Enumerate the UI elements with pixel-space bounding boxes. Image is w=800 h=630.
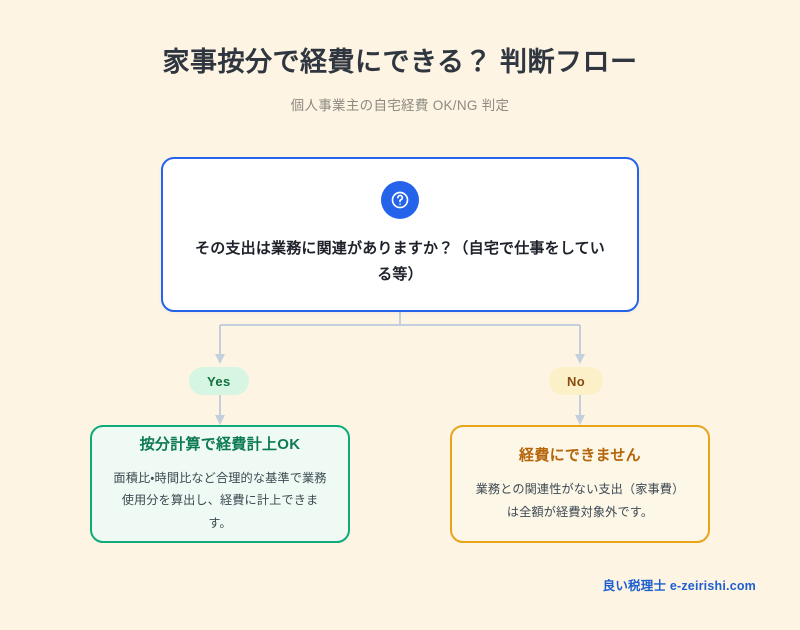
result-card-ok[interactable]: 按分計算で経費計上OK 面積比・時間比など合理的な基準で業務使用分を算出し、経費… bbox=[90, 425, 350, 543]
result-ok-title: 按分計算で経費計上OK bbox=[139, 435, 301, 453]
branch-yes-text: Yes bbox=[207, 373, 231, 389]
question-text: その支出は業務に関連がありますか？（自宅で仕事をしている等） bbox=[195, 239, 605, 283]
page-title: 家事按分で経費にできる？ 判断フロー bbox=[162, 47, 638, 77]
branch-label-no: No bbox=[549, 367, 604, 395]
footer-branding[interactable]: 良い税理士 e-zeirishi.com bbox=[602, 579, 756, 593]
arrowhead-yes-card bbox=[215, 415, 225, 425]
help-circle-icon bbox=[381, 180, 419, 219]
branch-no-text: No bbox=[567, 373, 586, 389]
question-node[interactable]: その支出は業務に関連がありますか？（自宅で仕事をしている等） bbox=[161, 157, 639, 312]
arrowhead-no bbox=[575, 354, 585, 364]
result-ok-body: 面積比・時間比など合理的な基準で業務使用分を算出し、経費に計上できます。 bbox=[113, 470, 327, 530]
result-card-ng[interactable]: 経費にできません 業務との関連性がない支出（家事費）は全額が経費対象外です。 bbox=[450, 425, 710, 543]
arrowhead-yes bbox=[215, 354, 225, 364]
branch-label-yes: Yes bbox=[189, 367, 249, 395]
page-subtitle: 個人事業主の自宅経費 OK/NG 判定 bbox=[290, 98, 510, 114]
result-ng-title: 経費にできません bbox=[519, 446, 641, 464]
result-ng-body: 業務との関連性がない支出（家事費）は全額が経費対象外です。 bbox=[475, 481, 685, 519]
page-header: 家事按分で経費にできる？ 判断フロー 個人事業主の自宅経費 OK/NG 判定 bbox=[0, 46, 800, 114]
arrowhead-no-card bbox=[575, 415, 585, 425]
